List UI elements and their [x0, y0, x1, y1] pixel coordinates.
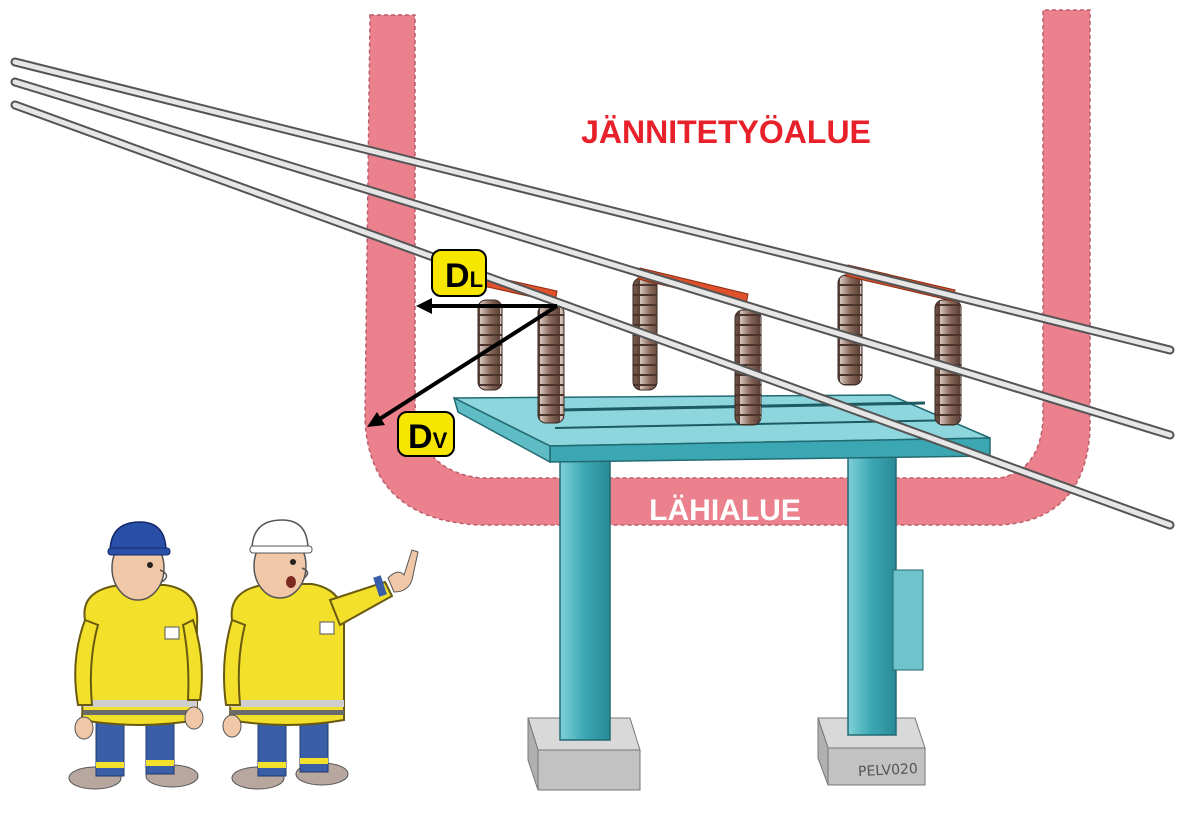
support-structure: [454, 395, 990, 790]
live-work-zone-label: JÄNNITETYÖALUE: [581, 114, 871, 150]
cabinet: [893, 570, 923, 670]
post-right: [848, 450, 896, 735]
insulator: [538, 305, 564, 423]
badge-dv-sub: V: [433, 428, 448, 453]
artist-signature: PELV020: [858, 761, 919, 780]
worker-white-helmet-icon: [223, 520, 418, 789]
vicinity-zone-label: LÄHIALUE: [649, 494, 801, 527]
badge-dl-main: D: [445, 257, 470, 295]
arrow-left-icon: [416, 298, 432, 314]
badge-dl-sub: L: [470, 267, 483, 292]
badge-dv: DV: [398, 412, 454, 456]
post-left: [560, 450, 610, 740]
badge-dl: DL: [432, 250, 486, 296]
worker-blue-helmet-icon: [69, 522, 203, 789]
badge-dv-main: D: [408, 418, 433, 456]
